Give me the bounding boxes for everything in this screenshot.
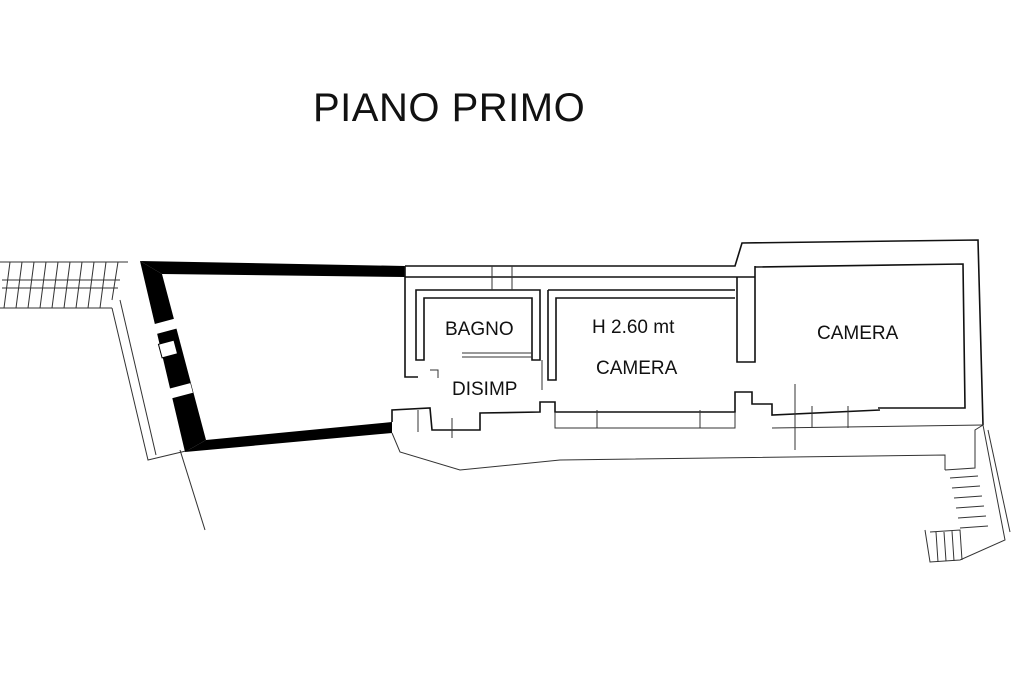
right-stairs [924, 424, 1011, 563]
ceiling-height-label: H 2.60 mt [592, 317, 675, 338]
room-label-camera-right: CAMERA [817, 323, 899, 344]
interior-walls [415, 266, 796, 450]
plan-title: PIANO PRIMO [313, 86, 585, 130]
outer-walls [391, 239, 984, 471]
left-stairs [0, 261, 128, 309]
terrace-outline [111, 299, 206, 531]
room-label-bagno: BAGNO [445, 319, 514, 340]
terrace-walls [140, 261, 405, 452]
room-label-camera-center: CAMERA [596, 358, 678, 379]
room-label-disimp: DISIMP [452, 379, 517, 400]
